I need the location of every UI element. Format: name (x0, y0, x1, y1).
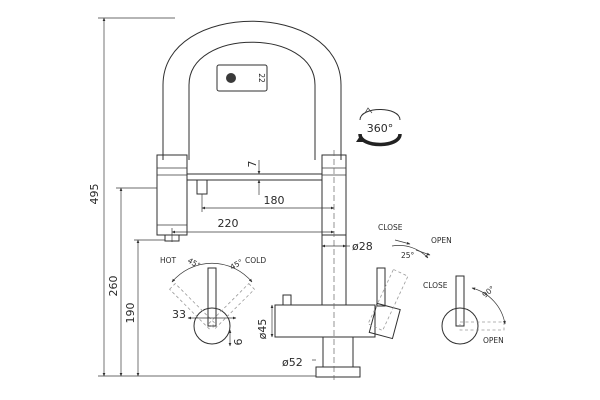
dim-base-diameter-text: ø52 (282, 356, 303, 369)
dim-body-height-text: 190 (124, 303, 137, 324)
dim-outlet-height: 260 (107, 187, 157, 377)
faucet-spout (162, 20, 342, 160)
lever-side-close: CLOSE (378, 223, 403, 232)
dim-spray-gap: 7 (240, 160, 262, 195)
dim-handle-size-text: 33 (172, 308, 186, 321)
label-box-text: 22 (257, 73, 266, 83)
spout-label-box: 22 (216, 64, 268, 92)
rotation-label: 360° (367, 122, 394, 135)
mixer-angle-right: 45° (229, 257, 245, 272)
lever-front-open: OPEN (483, 336, 504, 345)
lever-front-angle: 90° (481, 284, 497, 300)
lever-side-open: OPEN (431, 236, 452, 245)
dim-overall-height-text: 495 (88, 184, 101, 205)
dim-body-diameter: ø45 (256, 304, 274, 340)
lever-front-view: CLOSE 90° OPEN (423, 275, 506, 345)
dim-spray-gap-text: 7 (246, 161, 259, 168)
dim-spray-reach-text: 180 (264, 194, 285, 207)
dim-body-diameter-text: ø45 (256, 319, 269, 340)
mixer-hot-label: HOT (160, 256, 177, 265)
mixer-cold-label: COLD (245, 256, 266, 265)
lever-side-indicator: CLOSE OPEN 25° (378, 223, 452, 260)
dim-spout-diameter: ø28 (321, 240, 373, 253)
lever-front-close: CLOSE (423, 281, 448, 290)
dim-outlet-reach: 220 (171, 217, 335, 242)
lever-side-angle: 25° (401, 251, 415, 260)
dim-base-diameter: ø52 (282, 356, 316, 369)
dim-outlet-height-text: 260 (107, 276, 120, 297)
dim-spout-diameter-text: ø28 (352, 240, 373, 253)
faucet-body (274, 267, 409, 378)
dim-spray-reach: 180 (201, 194, 335, 212)
mixer-handle-view: HOT COLD 45° 45° 33 6 (160, 256, 266, 347)
dim-outlet-reach-text: 220 (218, 217, 239, 230)
dim-body-height: 190 (124, 239, 165, 377)
dim-overall-height: 495 (88, 17, 316, 377)
rotation-360-icon: 360° (356, 107, 402, 147)
mixer-angle-left: 45° (186, 256, 202, 271)
dim-handle-offset-text: 6 (232, 339, 245, 346)
spray-holder-bar (187, 173, 322, 195)
